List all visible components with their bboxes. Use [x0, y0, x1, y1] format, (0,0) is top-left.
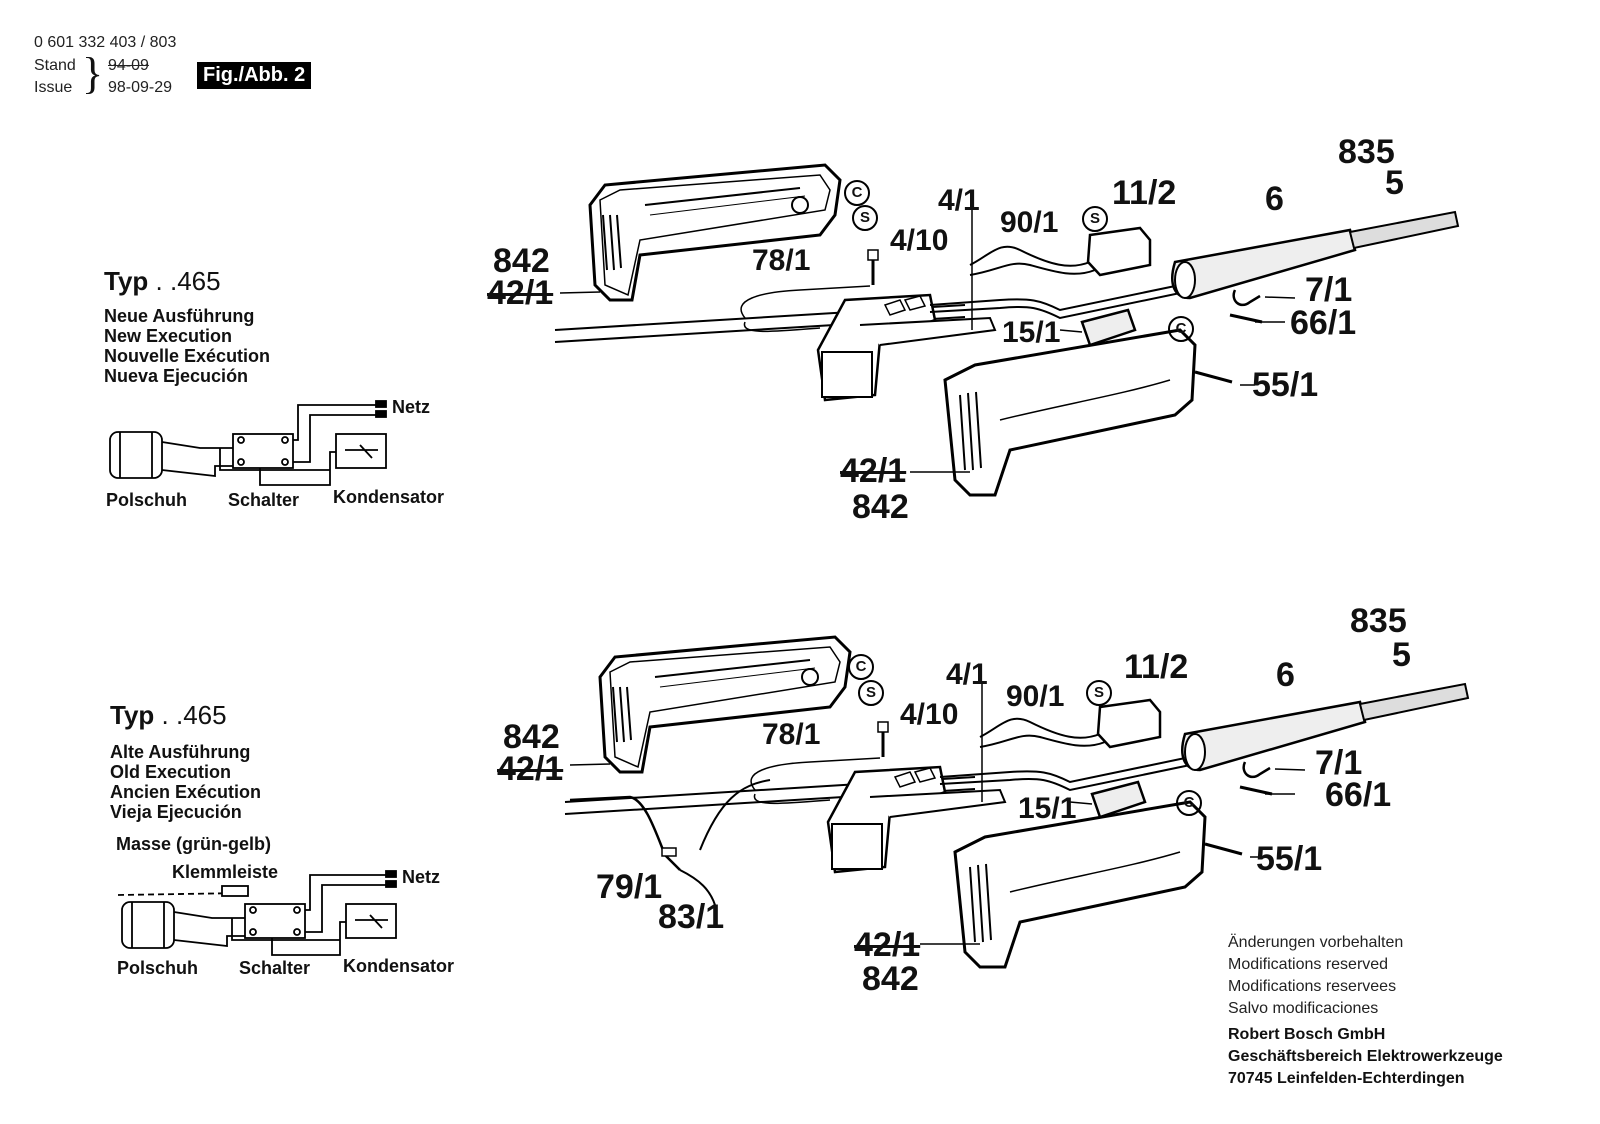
execution-de: Neue Ausführung: [104, 306, 255, 326]
stand-date-struck: 94-09: [108, 57, 149, 74]
part-842-upper: 842: [493, 242, 550, 280]
part-78-1: 78/1: [762, 718, 821, 751]
mark-s-icon: S: [858, 680, 884, 706]
modifications-es: Salvo modificaciones: [1228, 1000, 1379, 1017]
part-7-1: 7/1: [1315, 744, 1363, 782]
top-wiring-schematic: [109, 400, 387, 486]
part-842-lower: 842: [852, 488, 909, 526]
modifications-en: Modifications reserved: [1228, 956, 1389, 973]
polschuh-label: Polschuh: [117, 958, 199, 978]
execution-es: Vieja Ejecución: [110, 802, 242, 822]
mark-c-lower-icon: C: [1176, 790, 1202, 816]
kondensator-label: Kondensator: [343, 956, 455, 976]
kondensator-label: Kondensator: [333, 487, 445, 507]
typ-number: . .465: [155, 266, 221, 296]
execution-en: New Execution: [104, 326, 233, 346]
part-835: 835: [1350, 602, 1407, 640]
schalter-label: Schalter: [228, 490, 300, 510]
netz-label: Netz: [402, 867, 441, 887]
typ-prefix: Typ: [110, 700, 155, 730]
masse-label: Masse (grün-gelb): [116, 834, 272, 854]
part-6: 6: [1276, 656, 1295, 694]
mark-c-lower-icon: C: [1168, 316, 1194, 342]
part-55-1: 55/1: [1256, 840, 1323, 878]
issue-date: 98-09-29: [108, 79, 173, 96]
part-55-1: 55/1: [1252, 366, 1319, 404]
brace-icon: }: [82, 49, 104, 98]
part-15-1: 15/1: [1002, 316, 1061, 349]
mark-s-icon: S: [852, 205, 878, 231]
part-835: 835: [1338, 133, 1395, 171]
modifications-de: Änderungen vorbehalten: [1228, 934, 1404, 951]
issue-label: Issue: [34, 79, 73, 96]
company-name: Robert Bosch GmbH: [1228, 1026, 1386, 1043]
part-4-1: 4/1: [946, 658, 988, 691]
figure-badge: Fig./Abb. 2: [197, 62, 312, 89]
part-842-upper: 842: [503, 718, 560, 756]
part-11-2: 11/2: [1112, 174, 1177, 212]
part-15-1: 15/1: [1018, 792, 1077, 825]
safety-mark-s-icon: S: [1086, 680, 1112, 706]
klemmleiste-label: Klemmleiste: [172, 862, 279, 882]
schalter-label: Schalter: [239, 958, 311, 978]
part-6: 6: [1265, 180, 1284, 218]
part-5: 5: [1385, 164, 1404, 202]
company-address: 70745 Leinfelden-Echterdingen: [1228, 1070, 1465, 1087]
part-842-lower: 842: [862, 960, 919, 998]
mark-c-icon: C: [848, 654, 874, 680]
execution-es: Nueva Ejecución: [104, 366, 249, 386]
stand-label: Stand: [34, 57, 76, 74]
modifications-notice: Änderungen vorbehalten Modifications res…: [1228, 932, 1403, 1020]
part-42-1-upper: 42/1: [497, 750, 564, 788]
netz-label: Netz: [392, 397, 431, 417]
company-block: Robert Bosch GmbH Geschäftsbereich Elekt…: [1228, 1024, 1503, 1090]
part-42-1-upper: 42/1: [487, 274, 554, 312]
mark-c-icon: C: [844, 180, 870, 206]
execution-de: Alte Ausführung: [110, 742, 251, 762]
part-66-1: 66/1: [1325, 776, 1392, 814]
part-78-1: 78/1: [752, 244, 811, 277]
part-79-1: 79/1: [596, 868, 663, 906]
execution-fr: Nouvelle Exécution: [104, 346, 271, 366]
part-42-1-lower: 42/1: [854, 926, 921, 964]
part-7-1: 7/1: [1305, 271, 1353, 309]
safety-mark-s-icon: S: [1082, 206, 1108, 232]
modifications-fr: Modifications reservees: [1228, 978, 1397, 995]
part-4-1: 4/1: [938, 184, 980, 217]
bottom-type-label: Typ . .465: [110, 700, 227, 731]
top-execution-list: Neue Ausführung New Execution Nouvelle E…: [104, 306, 270, 386]
part-66-1: 66/1: [1290, 304, 1357, 342]
part-5: 5: [1392, 636, 1411, 674]
bottom-execution-list: Alte Ausführung Old Execution Ancien Exé…: [110, 742, 261, 822]
part-90-1: 90/1: [1006, 680, 1065, 713]
part-4-10: 4/10: [890, 224, 949, 257]
execution-fr: Ancien Exécution: [110, 782, 262, 802]
polschuh-label: Polschuh: [106, 490, 188, 510]
top-type-label: Typ . .465: [104, 266, 221, 297]
execution-en: Old Execution: [110, 762, 232, 782]
part-4-10: 4/10: [900, 698, 959, 731]
part-83-1: 83/1: [658, 898, 725, 936]
division-name: Geschäftsbereich Elektrowerkzeuge: [1228, 1048, 1503, 1065]
part-11-2: 11/2: [1124, 648, 1189, 686]
typ-number: . .465: [161, 700, 227, 730]
document-number: 0 601 332 403 / 803: [34, 34, 177, 51]
part-42-1-lower: 42/1: [840, 452, 907, 490]
bottom-wiring-schematic: [117, 870, 397, 956]
part-90-1: 90/1: [1000, 206, 1059, 239]
typ-prefix: Typ: [104, 266, 149, 296]
earth-wire-drawing: [569, 779, 771, 906]
